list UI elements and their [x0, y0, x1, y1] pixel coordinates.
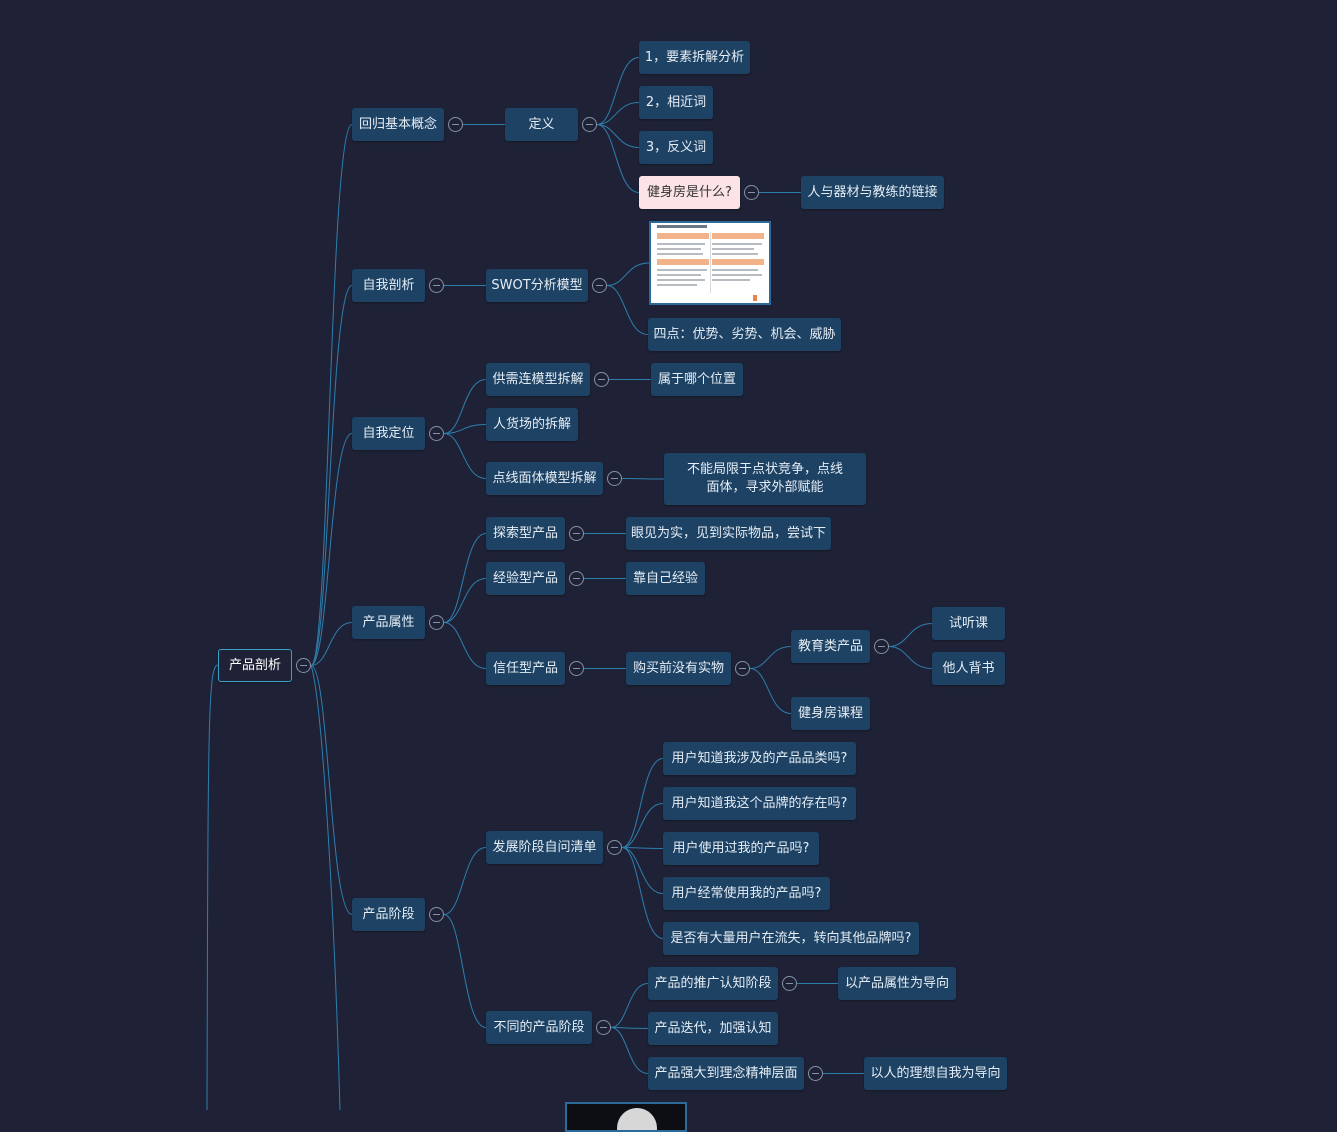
collapse-toggle-icon[interactable]	[296, 658, 311, 673]
mindmap-edge	[443, 424, 487, 434]
mindmap-edge	[610, 1027, 649, 1029]
mindmap-edge	[443, 914, 487, 1028]
mindmap-node-n-rqc[interactable]: 人与器材与教练的链接	[801, 176, 944, 209]
collapse-toggle-icon[interactable]	[735, 661, 750, 676]
mindmap-edge	[749, 668, 792, 714]
mindmap-node-n-yrdlx[interactable]: 以人的理想自我为导向	[864, 1057, 1007, 1090]
mindmap-node-n-cpjd[interactable]: 产品阶段	[352, 898, 425, 931]
mindmap-node-n-cpqd[interactable]: 产品强大到理念精神层面	[648, 1057, 804, 1090]
mindmap-edge	[621, 803, 664, 848]
mindmap-node-n-xjc[interactable]: 2，相近词	[639, 86, 713, 119]
mindmap-edge	[621, 847, 664, 849]
mindmap-edge	[443, 533, 487, 623]
mindmap-node-n-btjd[interactable]: 不同的产品阶段	[486, 1011, 592, 1044]
mindmap-edge	[310, 622, 353, 666]
mindmap-node-n-ysfx[interactable]: 1，要素拆解分析	[639, 41, 750, 74]
mindmap-edge	[749, 646, 792, 669]
collapse-toggle-icon[interactable]	[569, 526, 584, 541]
mindmap-node-n-q2[interactable]: 用户知道我这个品牌的存在吗?	[663, 787, 856, 820]
mindmap-node-n-hgjbgn[interactable]: 回归基本概念	[352, 108, 444, 141]
mindmap-node-n-xrx[interactable]: 信任型产品	[486, 652, 565, 685]
mindmap-edge	[621, 847, 664, 939]
collapse-toggle-icon[interactable]	[429, 426, 444, 441]
mindmap-node-n-dxm[interactable]: 点线面体模型拆解	[486, 462, 603, 495]
mindmap-node-n-swot[interactable]: SWOT分析模型	[486, 269, 588, 302]
mindmap-node-n-zwpx[interactable]: 自我剖析	[352, 269, 425, 302]
mindmap-node-n-snwz[interactable]: 属于哪个位置	[651, 363, 743, 396]
collapse-toggle-icon[interactable]	[582, 117, 597, 132]
mindmap-node-n-q4[interactable]: 用户经常使用我的产品吗?	[663, 877, 830, 910]
mindmap-edge	[606, 285, 649, 335]
collapse-toggle-icon[interactable]	[874, 639, 889, 654]
mindmap-node-n-tsx[interactable]: 探索型产品	[486, 517, 565, 550]
mindmap-node-n-ycpsx[interactable]: 以产品属性为导向	[838, 967, 956, 1000]
collapse-toggle-icon[interactable]	[744, 185, 759, 200]
collapse-toggle-icon[interactable]	[592, 278, 607, 293]
collapse-toggle-icon[interactable]	[569, 571, 584, 586]
mindmap-edge	[443, 379, 487, 434]
mindmap-edge	[443, 847, 487, 915]
mindmap-node-n-q3[interactable]: 用户使用过我的产品吗?	[663, 832, 819, 865]
mindmap-edge	[621, 478, 665, 480]
mindmap-edge	[621, 758, 664, 848]
collapse-toggle-icon[interactable]	[808, 1066, 823, 1081]
collapse-toggle-icon[interactable]	[429, 615, 444, 630]
mindmap-edge	[888, 623, 933, 647]
collapse-toggle-icon[interactable]	[594, 372, 609, 387]
mindmap-edge	[610, 1027, 649, 1074]
collapse-toggle-icon[interactable]	[429, 907, 444, 922]
mindmap-edge	[610, 983, 649, 1028]
mindmap-node-n-kzj[interactable]: 靠自己经验	[626, 562, 705, 595]
mindmap-edge	[310, 433, 353, 666]
mindmap-edge-offscreen	[206, 664, 219, 1110]
mindmap-node-n-sidian[interactable]: 四点：优势、劣势、机会、威胁	[648, 318, 841, 351]
mindmap-edge	[310, 124, 353, 666]
mindmap-node-n-fzjd[interactable]: 发展阶段自问清单	[486, 831, 603, 864]
collapse-toggle-icon[interactable]	[569, 661, 584, 676]
collapse-toggle-icon[interactable]	[596, 1020, 611, 1035]
mindmap-node-root[interactable]: 产品剖析	[218, 649, 292, 682]
mindmap-node-n-zwdw[interactable]: 自我定位	[352, 417, 425, 450]
mindmap-node-n-jyx[interactable]: 经验型产品	[486, 562, 565, 595]
mindmap-edge	[621, 847, 664, 894]
collapse-toggle-icon[interactable]	[782, 976, 797, 991]
mindmap-node-n-q1[interactable]: 用户知道我涉及的产品品类吗?	[663, 742, 856, 775]
collapse-toggle-icon[interactable]	[429, 278, 444, 293]
mindmap-edge	[310, 285, 353, 666]
mindmap-edge	[596, 124, 640, 148]
mindmap-node-n-q5[interactable]: 是否有大量用户在流失，转向其他品牌吗?	[663, 922, 919, 955]
attached-image-thumbnail[interactable]	[565, 1102, 687, 1132]
mindmap-node-n-fyc[interactable]: 3，反义词	[639, 131, 713, 164]
mindmap-edge	[596, 57, 640, 125]
mindmap-edge	[596, 124, 640, 193]
mindmap-edge	[310, 665, 353, 915]
mindmap-node-n-rhc[interactable]: 人货场的拆解	[486, 408, 578, 441]
mindmap-edge	[888, 646, 933, 669]
mindmap-edge-offscreen	[310, 664, 341, 1110]
collapse-toggle-icon[interactable]	[607, 471, 622, 486]
mindmap-node-n-dingyi[interactable]: 定义	[505, 108, 578, 141]
mindmap-node-n-gxl[interactable]: 供需连模型拆解	[486, 363, 590, 396]
collapse-toggle-icon[interactable]	[607, 840, 622, 855]
mindmap-node-n-stk[interactable]: 试听课	[932, 607, 1005, 640]
mindmap-node-n-jsf[interactable]: 健身房是什么?	[639, 176, 740, 209]
mindmap-edge	[596, 102, 640, 125]
mindmap-node-n-yjws[interactable]: 眼见为实，见到实际物品，尝试下	[626, 517, 831, 550]
mindmap-node-n-cpsx[interactable]: 产品属性	[352, 606, 425, 639]
mindmap-node-n-jsfkc[interactable]: 健身房课程	[791, 697, 870, 730]
mindmap-edge	[443, 433, 487, 479]
mindmap-node-n-tgrz[interactable]: 产品的推广认知阶段	[648, 967, 778, 1000]
mindmap-edge	[443, 578, 487, 623]
collapse-toggle-icon[interactable]	[448, 117, 463, 132]
mindmap-edge	[606, 262, 650, 286]
mindmap-node-n-bnjx[interactable]: 不能局限于点状竞争，点线面体，寻求外部赋能	[664, 453, 866, 505]
swot-table-thumbnail[interactable]	[649, 221, 771, 305]
mindmap-node-n-cpdd[interactable]: 产品迭代，加强认知	[648, 1012, 778, 1045]
mindmap-node-n-gmq[interactable]: 购买前没有实物	[626, 652, 731, 685]
mindmap-node-n-jylcp[interactable]: 教育类产品	[791, 630, 870, 663]
mindmap-node-n-trbs[interactable]: 他人背书	[932, 652, 1005, 685]
mindmap-edge	[443, 622, 487, 669]
